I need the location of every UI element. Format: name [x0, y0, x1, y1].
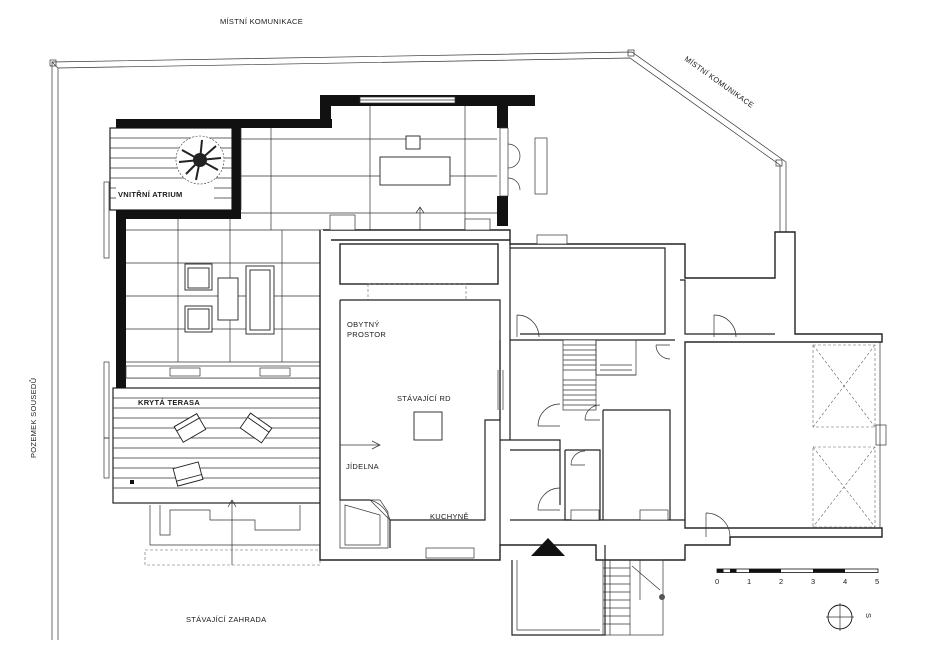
inner-atrium: VNITŘNÍ ATRIUM	[109, 127, 233, 211]
road-label-diagonal: MÍSTNÍ KOMUNIKACE	[683, 54, 756, 110]
scale-tick-0: 0	[715, 577, 719, 586]
scale-tick-4: 4	[843, 577, 847, 586]
doors	[344, 314, 737, 546]
garden-steps	[144, 499, 321, 566]
entrance-wing	[511, 538, 665, 636]
kitchen-label: KUCHYNĚ	[430, 512, 469, 521]
garden-label: STÁVAJÍCÍ ZAHRADA	[186, 615, 266, 624]
scale-tick-2: 2	[779, 577, 783, 586]
covered-terrace: KRYTÁ TERASA	[112, 387, 333, 504]
neighbor-label: POZEMEK SOUSEDŮ	[29, 378, 38, 458]
property-fence	[49, 49, 787, 640]
tree-icon	[175, 135, 225, 185]
side-windows	[103, 181, 110, 479]
atrium-label: VNITŘNÍ ATRIUM	[118, 190, 183, 199]
existing-house	[319, 229, 883, 561]
glazed-door	[499, 127, 548, 197]
north-arrow-icon: S	[826, 603, 873, 631]
existing-house-label: STÁVAJÍCÍ RD	[397, 394, 451, 403]
living-label-1: OBYTNÝ	[347, 320, 380, 329]
scale-tick-5: 5	[875, 577, 879, 586]
terrace-glazing	[125, 365, 324, 379]
living-label-2: PROSTOR	[347, 330, 386, 339]
staircase	[562, 339, 637, 411]
terrace-chair	[172, 461, 204, 487]
dining-label: JÍDELNA	[346, 462, 379, 471]
scale-bar: 0 1 2 3 4 5	[715, 568, 879, 586]
terrace-chair	[173, 413, 207, 443]
scale-tick-1: 1	[747, 577, 751, 586]
scale-tick-3: 3	[811, 577, 815, 586]
dining-kitchen	[339, 411, 443, 549]
top-window	[359, 96, 456, 104]
house-windows	[329, 214, 887, 559]
terrace-chair	[239, 412, 273, 444]
carport	[684, 341, 881, 529]
north-letter: S	[864, 613, 873, 618]
terrace-label: KRYTÁ TERASA	[138, 398, 200, 407]
living-furniture	[184, 263, 275, 335]
road-label-top: MÍSTNÍ KOMUNIKACE	[220, 17, 303, 26]
